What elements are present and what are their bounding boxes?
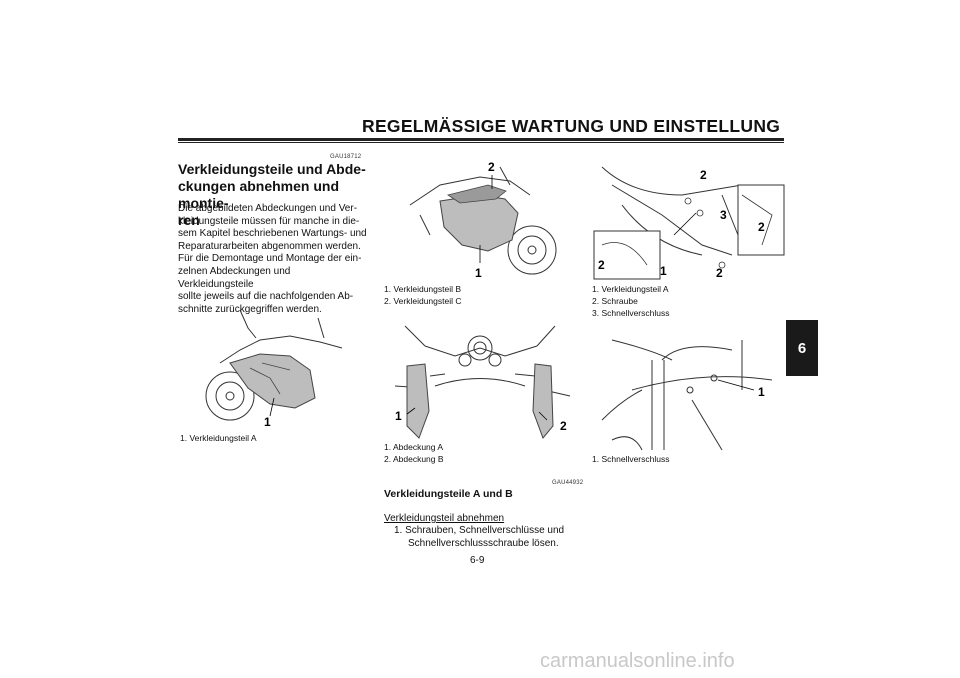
subsection-heading: Verkleidungsteile A und B: [384, 488, 513, 500]
callout-2: 2: [488, 160, 495, 174]
chapter-tab[interactable]: 6: [786, 320, 818, 376]
callout-2: 2: [700, 168, 707, 182]
header-rule: [178, 138, 784, 141]
figure-fairing-screws: 2 3 2 2 1 2: [593, 166, 785, 280]
section-code: GAU44932: [552, 480, 584, 486]
callout-2: 2: [716, 266, 723, 280]
figure-caption: 1. Verkleidungsteil A 2. Schraube 3. Sch…: [592, 284, 670, 318]
section-heading: Verkleidungsteile und Abde- ckungen abne…: [178, 161, 366, 228]
callout-1: 1: [758, 385, 765, 399]
procedure-step: 1. Schrauben, Schnellverschlüsse und Sch…: [394, 525, 565, 549]
figure-quick-fastener: 1: [601, 339, 773, 451]
watermark: carmanualsonline.info: [540, 650, 735, 672]
header-rule-thin: [178, 142, 784, 143]
callout-1: 1: [395, 409, 402, 423]
callout-1: 1: [475, 266, 482, 280]
section-code: GAU18712: [330, 154, 362, 160]
callout-3: 3: [720, 208, 727, 222]
intro-paragraph: Die abgebildeten Abdeckungen und Ver- kl…: [178, 203, 367, 315]
callout-2: 2: [560, 419, 567, 433]
callout-2: 2: [598, 258, 605, 272]
figure-caption: 1. Verkleidungsteil A: [180, 433, 257, 443]
figure-caption: 1. Verkleidungsteil B 2. Verkleidungstei…: [384, 284, 462, 306]
figure-covers-a-b: 1 2: [394, 325, 571, 439]
figure-caption: 1. Schnellverschluss: [592, 454, 670, 464]
page-header-title: REGELMÄSSIGE WARTUNG UND EINSTELLUNG: [362, 116, 781, 136]
page-number: 6-9: [470, 555, 485, 566]
figure-caption: 1. Abdeckung A 2. Abdeckung B: [384, 442, 444, 464]
procedure-heading: Verkleidungsteil abnehmen: [384, 513, 505, 524]
callout-1: 1: [660, 264, 667, 278]
callout-2: 2: [758, 220, 765, 234]
callout-1: 1: [264, 415, 271, 429]
figure-fairing-b-c: 2 1: [409, 160, 557, 280]
figure-fairing-a: 1: [205, 309, 343, 429]
